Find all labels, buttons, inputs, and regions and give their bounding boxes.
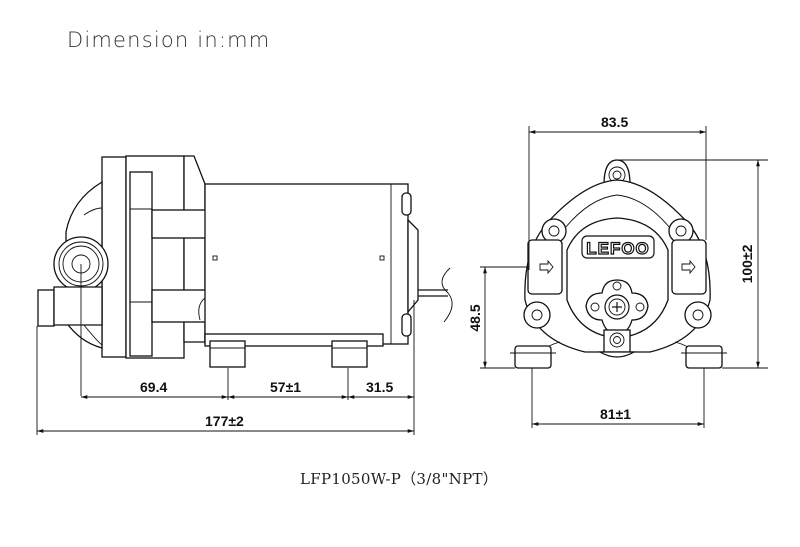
dim-overall-width: 83.5 [601, 114, 628, 130]
flow-arrow-outlet [681, 259, 696, 275]
side-view-pump [37, 155, 453, 368]
front-view-dimensions: 83.5 100±2 48.5 81±1 [467, 114, 768, 428]
flow-arrow-inlet [539, 259, 554, 275]
dim-foot-width: 81±1 [600, 406, 631, 422]
dim-foot-to-end: 31.5 [366, 379, 393, 395]
dim-foot-spacing: 57±1 [270, 379, 301, 395]
dim-overall-height: 100±2 [739, 244, 755, 283]
dim-port-height: 48.5 [467, 304, 483, 331]
dim-inlet-to-foot: 69.4 [140, 379, 167, 395]
model-label: LFP1050W-P（3/8"NPT） [300, 470, 499, 488]
dim-overall-length: 177±2 [205, 413, 244, 429]
brand-logo: LEFOO [586, 239, 650, 258]
side-view-dimensions: 69.4 57±1 31.5 177±2 [36, 264, 415, 435]
front-view-pump: LEFOO [510, 159, 727, 369]
drawing-title: Dimension in:mm [67, 28, 271, 52]
